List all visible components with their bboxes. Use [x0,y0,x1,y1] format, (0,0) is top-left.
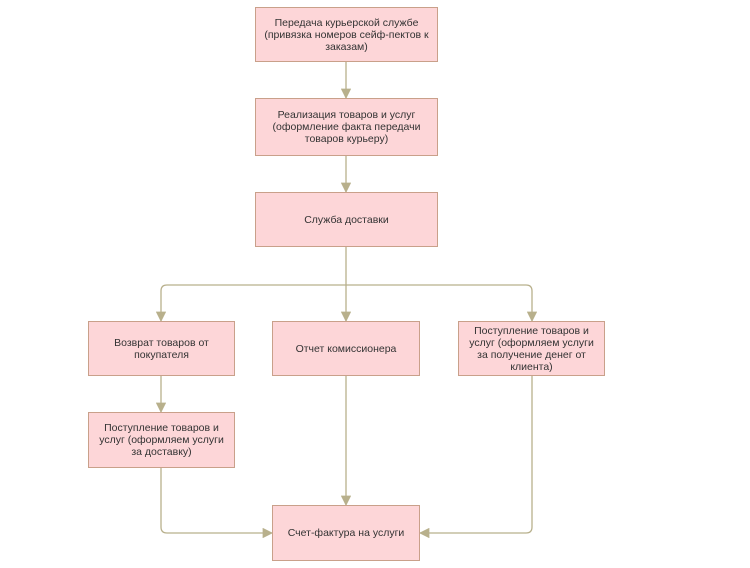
node-goods-return[interactable]: Возврат товаров от покупателя [88,321,235,376]
node-courier-handover[interactable]: Передача курьерской службе (привязка ном… [255,7,438,62]
connector-receipt-delivery-to-invoice [160,468,274,539]
node-goods-services-sale[interactable]: Реализация товаров и услуг (оформление ф… [255,98,438,156]
node-commissioner-report[interactable]: Отчет комиссионера [272,321,420,376]
node-delivery-service[interactable]: Служба доставки [255,192,438,247]
node-receipt-delivery-services[interactable]: Поступление товаров и услуг (оформляем у… [88,412,235,468]
node-commissioner-report-label: Отчет комиссионера [295,342,397,355]
connector-receipt-money-to-invoice [418,376,533,539]
connector-delivery-to-return [155,247,347,323]
node-receipt-money-services[interactable]: Поступление товаров и услуг (оформляем у… [458,321,605,376]
node-services-invoice-label: Счет-фактура на услуги [287,527,405,539]
node-goods-services-sale-label: Реализация товаров и услуг (оформление ф… [272,109,421,145]
node-receipt-delivery-services-label: Поступление товаров и услуг (оформляем у… [99,422,224,458]
node-services-invoice[interactable]: Счет-фактура на услуги [272,505,420,561]
node-goods-return-label: Возврат товаров от покупателя [114,336,209,361]
node-delivery-service-label: Служба доставки [304,213,389,226]
node-receipt-money-services-label: Поступление товаров и услуг (оформляем у… [469,324,594,373]
node-courier-handover-label: Передача курьерской службе (привязка ном… [264,16,429,53]
connector-delivery-to-receipt-money [346,284,538,323]
